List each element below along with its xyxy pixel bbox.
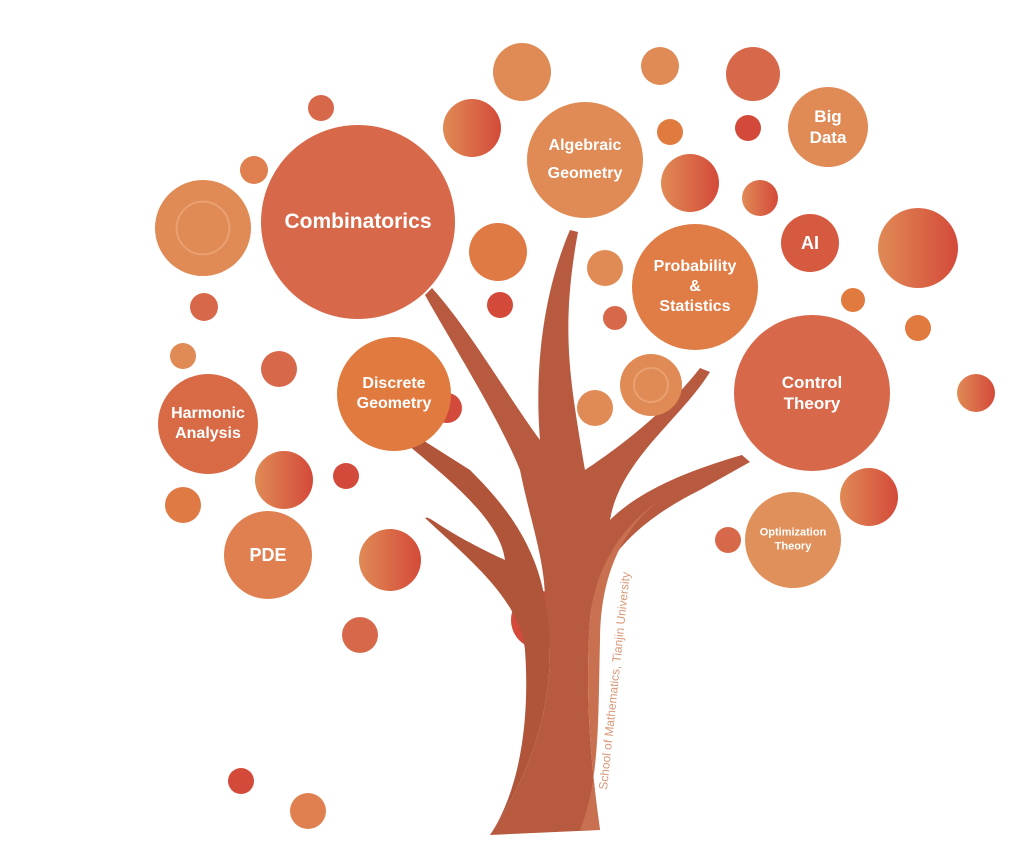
topic-label-line: Geometry	[547, 165, 623, 182]
topic-bubble-optimization-theory	[745, 492, 841, 588]
topic-bubble-pde	[224, 511, 312, 599]
decor-bubble	[308, 95, 334, 121]
topic-label-line: Theory	[774, 540, 812, 552]
topic-label-line: Probability	[653, 258, 737, 275]
topic-label-line: AI	[801, 232, 819, 253]
decor-bubble	[641, 47, 679, 85]
logo-bubble	[155, 180, 251, 276]
decor-bubble	[742, 180, 778, 216]
decor-bubble	[165, 487, 201, 523]
topic-bubble-probability-statistics	[632, 224, 758, 350]
topic-bubble-big-data	[788, 87, 868, 167]
decor-bubble	[290, 793, 326, 829]
topic-label-line: Harmonic	[171, 405, 245, 422]
decor-bubble	[359, 529, 421, 591]
decor-bubble	[255, 451, 313, 509]
decor-bubble	[261, 351, 297, 387]
decor-bubble	[735, 115, 761, 141]
decor-bubble	[443, 99, 501, 157]
tree-trunk	[402, 230, 750, 835]
topic-label-line: Optimization	[759, 526, 827, 539]
topic-bubble-harmonic-analysis	[158, 374, 258, 474]
decor-bubble	[878, 208, 958, 288]
topic-label-line: Algebraic	[548, 137, 622, 154]
decor-bubble	[228, 768, 254, 794]
topic-label-line: Big	[814, 106, 842, 126]
topic-label-line: PDE	[249, 544, 287, 565]
decor-bubble	[726, 47, 780, 101]
topic-label-ai: AI	[801, 232, 819, 255]
topic-label-line: Control	[781, 372, 843, 392]
topic-label-line: Theory	[783, 394, 841, 413]
decor-bubble	[469, 223, 527, 281]
topic-label-line: Data	[809, 128, 847, 147]
decor-bubble	[657, 119, 683, 145]
topic-label-line: Combinatorics	[284, 209, 432, 233]
topic-bubble-combinatorics	[261, 125, 455, 319]
decor-bubble	[905, 315, 931, 341]
logo-bubble	[620, 354, 682, 416]
decor-bubble	[493, 43, 551, 101]
decor-bubble	[957, 374, 995, 412]
university-seal-icon	[175, 200, 231, 256]
topic-label-pde: PDE	[249, 544, 286, 567]
topic-bubble-algebraic-geometry	[527, 102, 643, 218]
decor-bubble	[342, 617, 378, 653]
decor-bubble	[577, 390, 613, 426]
decor-bubble	[170, 343, 196, 369]
university-seal-icon	[632, 366, 670, 404]
decor-bubble	[190, 293, 218, 321]
topic-bubble-ai	[781, 214, 839, 272]
decor-bubble	[333, 463, 359, 489]
decor-bubble	[841, 288, 865, 312]
topic-label-combinatorics: Combinatorics	[284, 209, 431, 235]
decor-bubble	[840, 468, 898, 526]
topic-label-line: Analysis	[175, 425, 241, 442]
decor-bubble	[487, 292, 513, 318]
decor-bubble	[715, 527, 741, 553]
decor-bubble	[603, 306, 627, 330]
topic-label-probability-statistics: Probability & Statistics	[654, 257, 737, 317]
decor-bubble	[587, 250, 623, 286]
decor-bubble	[240, 156, 268, 184]
topic-bubble-control-theory	[734, 315, 890, 471]
decor-bubble	[661, 154, 719, 212]
topic-bubble-discrete-geometry	[337, 337, 451, 451]
topic-label-line: &	[689, 278, 701, 295]
topic-label-line: Statistics	[659, 298, 731, 315]
topic-label-line: Discrete	[362, 375, 426, 392]
topic-label-line: Geometry	[356, 395, 432, 412]
